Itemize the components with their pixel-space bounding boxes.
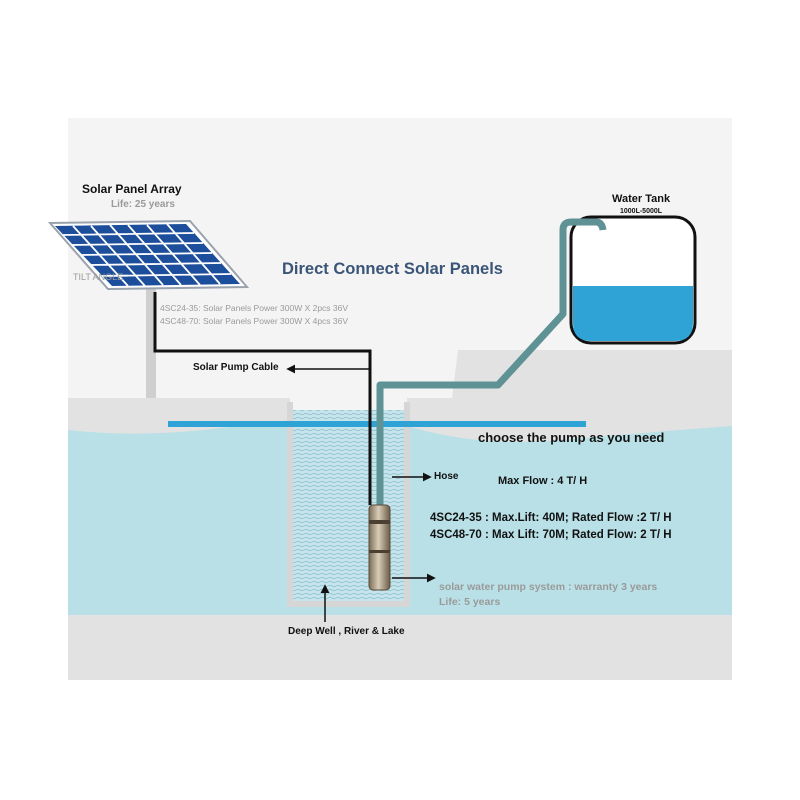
model-2-spec: 4SC48-70 : Max Lift: 70M; Rated Flow: 2 … — [430, 529, 672, 541]
water-tank — [569, 215, 697, 345]
hose-pipe — [376, 218, 607, 505]
solar-panel — [47, 219, 250, 291]
tank-title: Water Tank — [612, 193, 671, 205]
hose-label: Hose — [434, 471, 459, 482]
choose-label: choose the pump as you need — [478, 430, 665, 445]
model-1-spec: 4SC24-35 : Max.Lift: 40M; Rated Flow :2 … — [430, 512, 672, 524]
panel-life: Life: 25 years — [111, 199, 175, 210]
pump-life-label: Life: 5 years — [439, 596, 501, 608]
warranty-label: solar water pump system : warranty 3 yea… — [439, 581, 658, 593]
panel-spec-1: 4SC24-35: Solar Panels Power 300W X 2pcs… — [160, 303, 349, 313]
max-flow-label: Max Flow : 4 T/ H — [498, 475, 588, 487]
page-title: Direct Connect Solar Panels — [282, 260, 503, 278]
panel-title: Solar Panel Array — [82, 182, 182, 196]
solar-pump-cable — [153, 292, 372, 505]
panel-spec-2: 4SC48-70: Solar Panels Power 300W X 4pcs… — [160, 316, 349, 326]
cable-label: Solar Pump Cable — [193, 362, 279, 373]
tilt-angle-label: TILT ANGLE — [73, 272, 124, 282]
pump — [368, 504, 391, 591]
tank-capacity: 1000L-5000L — [620, 208, 663, 215]
source-label: Deep Well , River & Lake — [288, 626, 405, 637]
well-wall — [287, 402, 410, 607]
